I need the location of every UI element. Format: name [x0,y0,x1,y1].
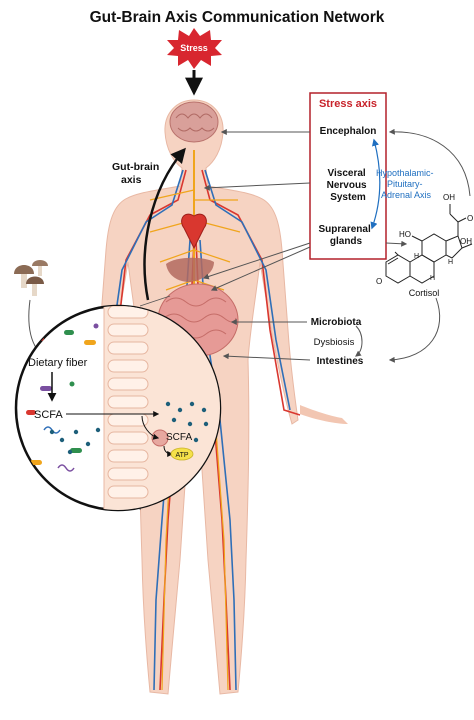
scfa-cell-label: SCFA [166,432,192,443]
svg-text:H: H [430,275,435,282]
intestines-label: Intestines [317,356,364,367]
gut-brain-axis-label: Gut-brain axis [112,161,162,186]
page-title: Gut-Brain Axis Communication Network [90,9,385,26]
dysbiosis-bracket [355,325,363,357]
scfa-label: SCFA [34,409,63,421]
suprarenal-glands-label: Suprarenal glands [318,224,373,247]
atp-label: ATP [175,452,188,459]
stress-badge: Stress [167,28,222,69]
mushroom-icon [14,260,48,296]
intestines-arrow [222,353,311,361]
villi [107,306,149,499]
microbiota-label: Microbiota [311,317,362,328]
scfa-dots [49,401,209,455]
vns-to-body-arrow [203,182,311,191]
scfa-to-cell-arrow [141,415,160,440]
stress-label: Stress [180,43,208,53]
encephalon-label: Encephalon [320,126,377,137]
visceral-nervous-system-label: Visceral Nervous System [327,168,370,203]
svg-text:H: H [448,259,453,266]
svg-text:OH: OH [460,237,472,246]
glands-to-cortisol-arrow [385,240,408,247]
glands-to-kidney-arrow-2 [210,246,311,291]
hpa-axis-arrow [370,138,381,230]
stress-axis-box: Stress axis Encephalon Visceral Nervous … [309,92,387,260]
cortisol-atoms: OH O HO OH H H H O [376,193,473,286]
svg-text:O: O [376,277,382,286]
gut-inset: Dietary fiber SCFA SCFA ATP [14,304,222,512]
svg-text:OH: OH [443,193,455,202]
gut-brain-axis-arrow [143,147,186,301]
hpa-axis-label: Hypothalamic- Pituitary- Adrenal Axis [376,168,436,200]
brain [169,101,219,143]
bacteria [26,319,99,472]
svg-text:O: O [467,214,473,223]
atp-badge [170,447,194,461]
cortisol-label: Cortisol [409,288,440,298]
stress-axis-heading: Stress axis [319,98,377,110]
dysbiosis-label: Dysbiosis [314,337,355,348]
dietary-fiber-label: Dietary fiber [28,357,88,369]
svg-text:HO: HO [399,230,411,239]
zoom-line-top [139,295,171,307]
svg-text:H: H [414,253,419,260]
glands-to-kidney-arrow-1 [202,242,311,280]
cortisol-to-encephalon-arrow [388,128,471,197]
heart [181,213,207,250]
cortisol-to-intestines-arrow [388,297,441,363]
liver-stomach [166,257,214,282]
cortisol-structure [385,204,473,284]
